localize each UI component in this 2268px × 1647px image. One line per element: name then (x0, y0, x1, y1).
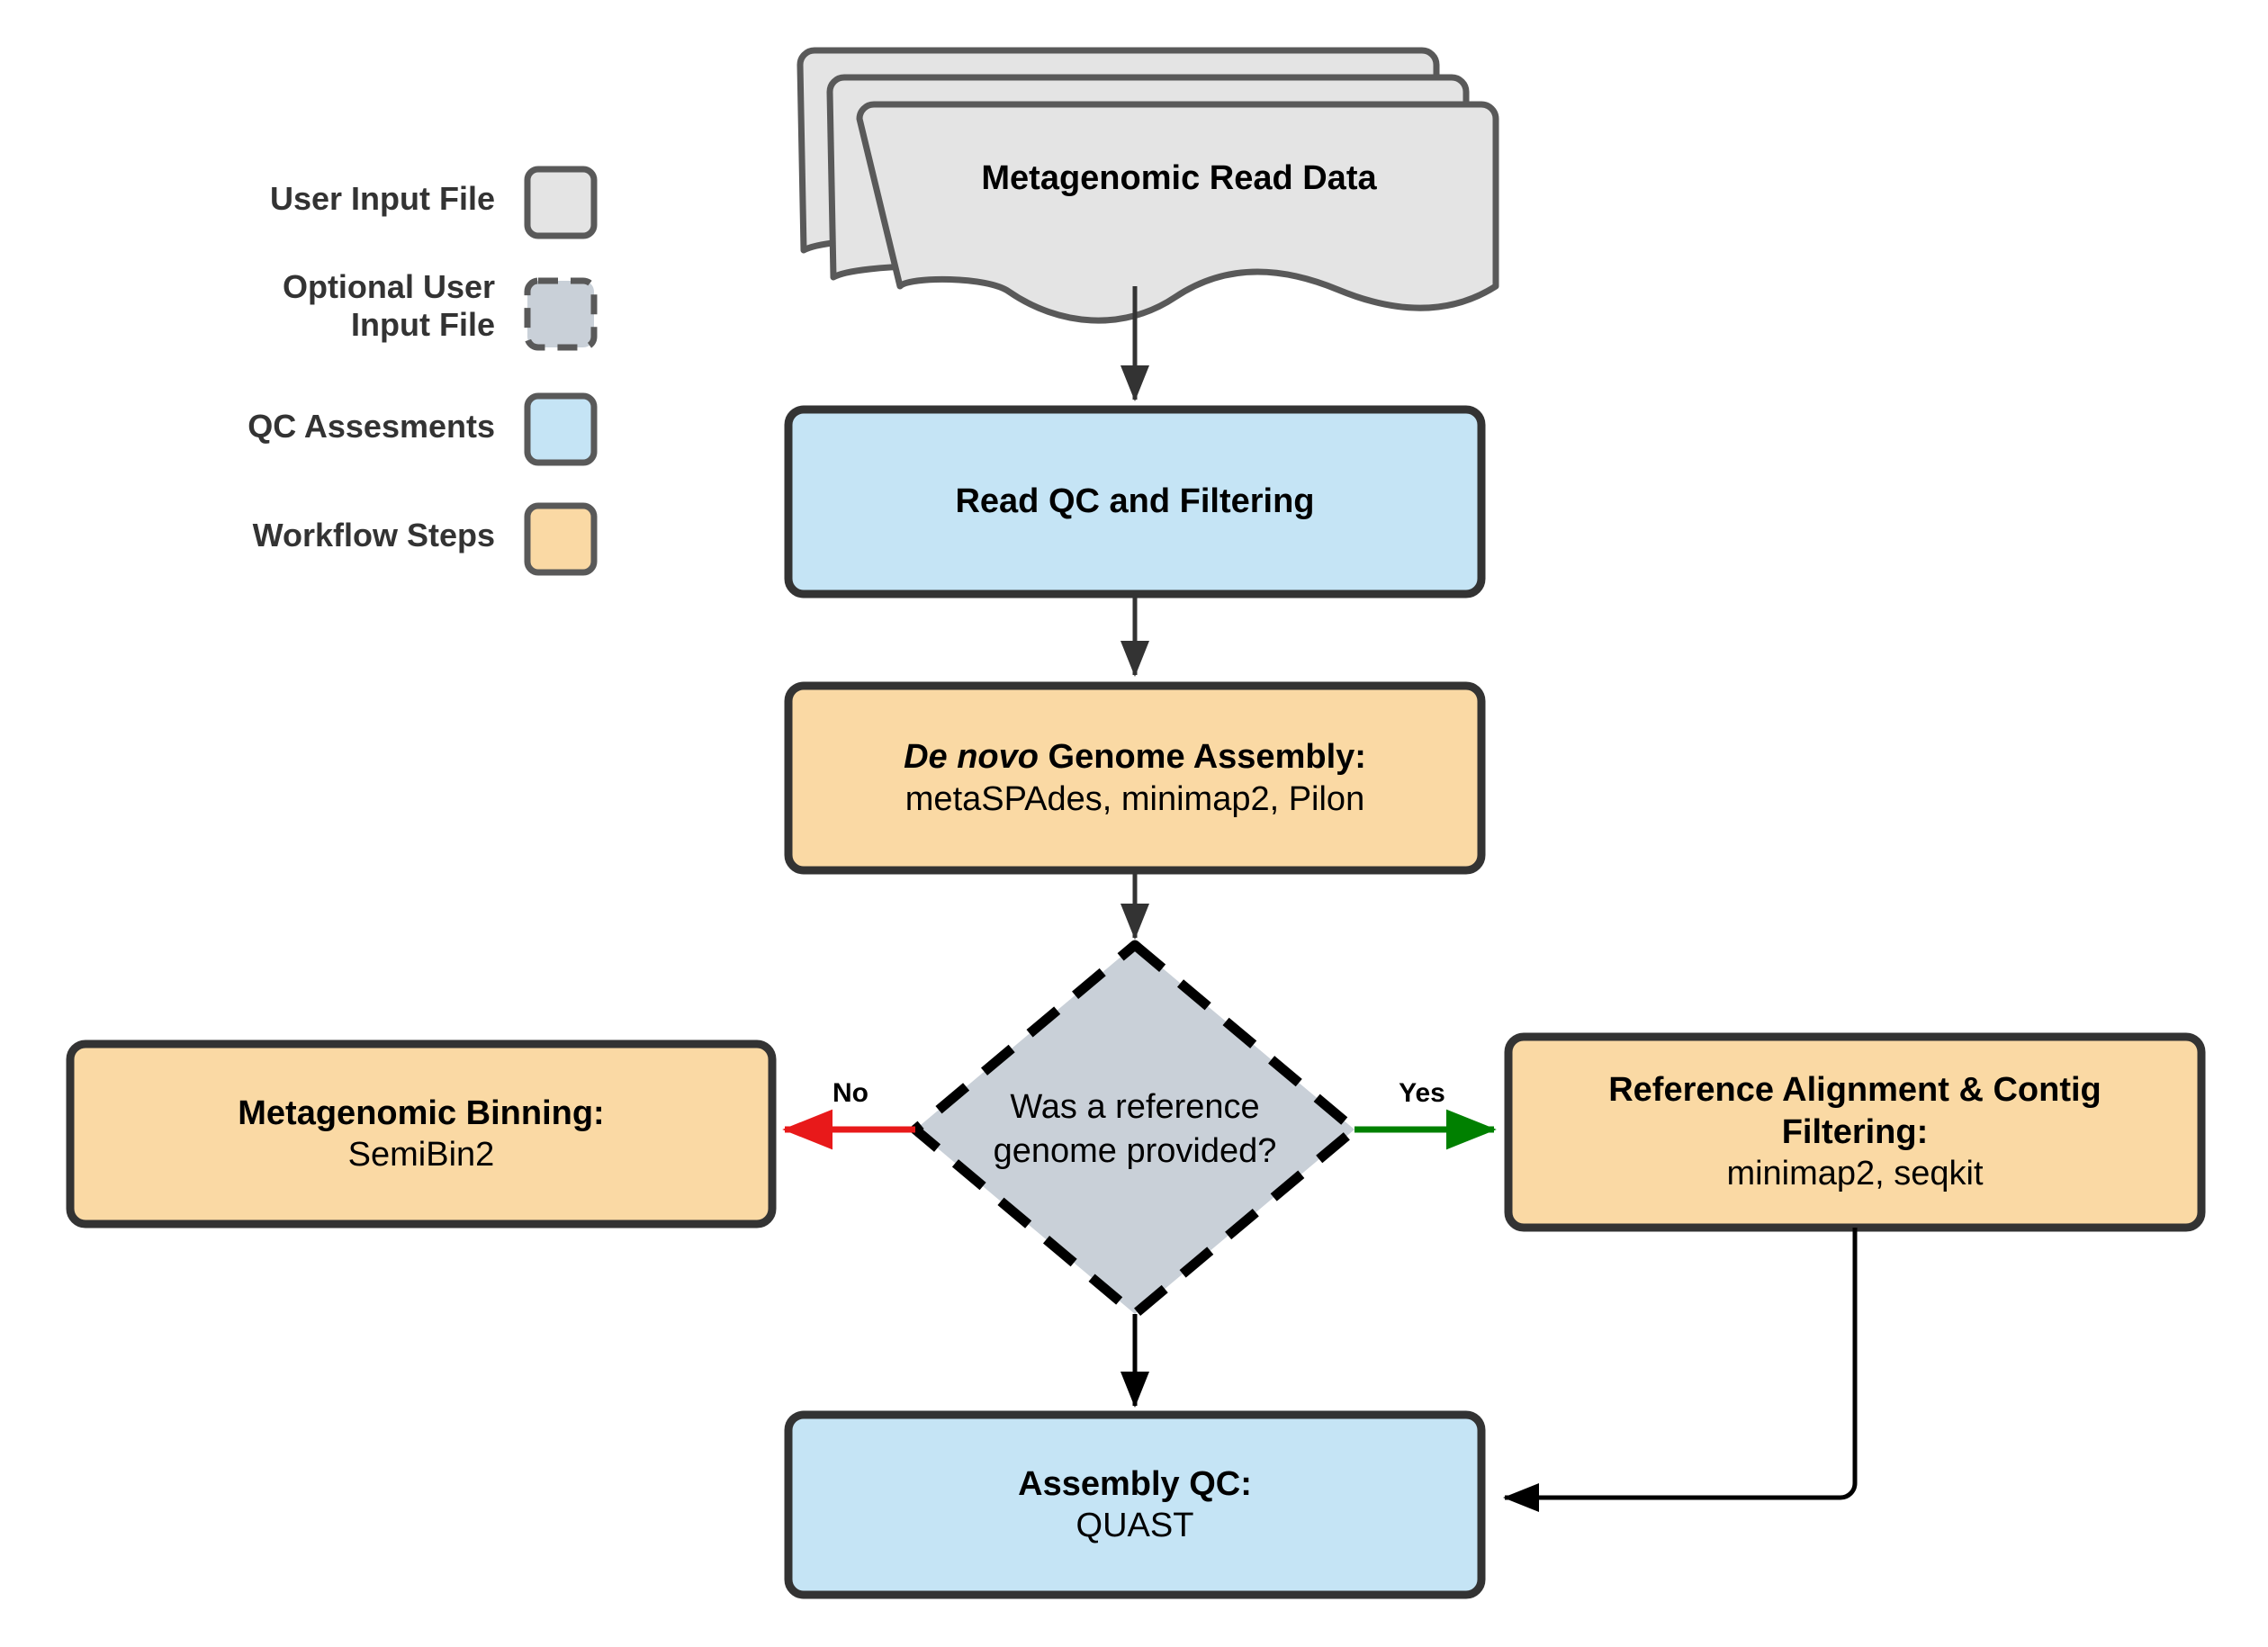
legend-swatches (524, 166, 598, 576)
workflow-swatch (524, 502, 598, 576)
legend-label-user-input: User Input File (269, 180, 495, 217)
read-qc-node[interactable] (784, 405, 1486, 598)
binning-node[interactable] (66, 1040, 777, 1228)
legend-label-workflow: Workflow Steps (252, 517, 495, 554)
legend-label-qc: QC Assesments (248, 408, 495, 445)
edge-label-no: No (832, 1078, 868, 1108)
reference-alignment-node[interactable] (1504, 1032, 2206, 1232)
qc-swatch (524, 392, 598, 466)
decision-node[interactable] (910, 940, 1360, 1319)
assembly-qc-node[interactable] (784, 1410, 1486, 1599)
metagenomic-read-data-shape (796, 47, 1499, 324)
optional-input-swatch (524, 277, 598, 351)
edge-label-yes: Yes (1399, 1078, 1445, 1108)
assembly-node[interactable] (784, 681, 1486, 875)
user-input-swatch (524, 166, 598, 239)
edge-reference-to-assemblyqc (1502, 1228, 1858, 1513)
